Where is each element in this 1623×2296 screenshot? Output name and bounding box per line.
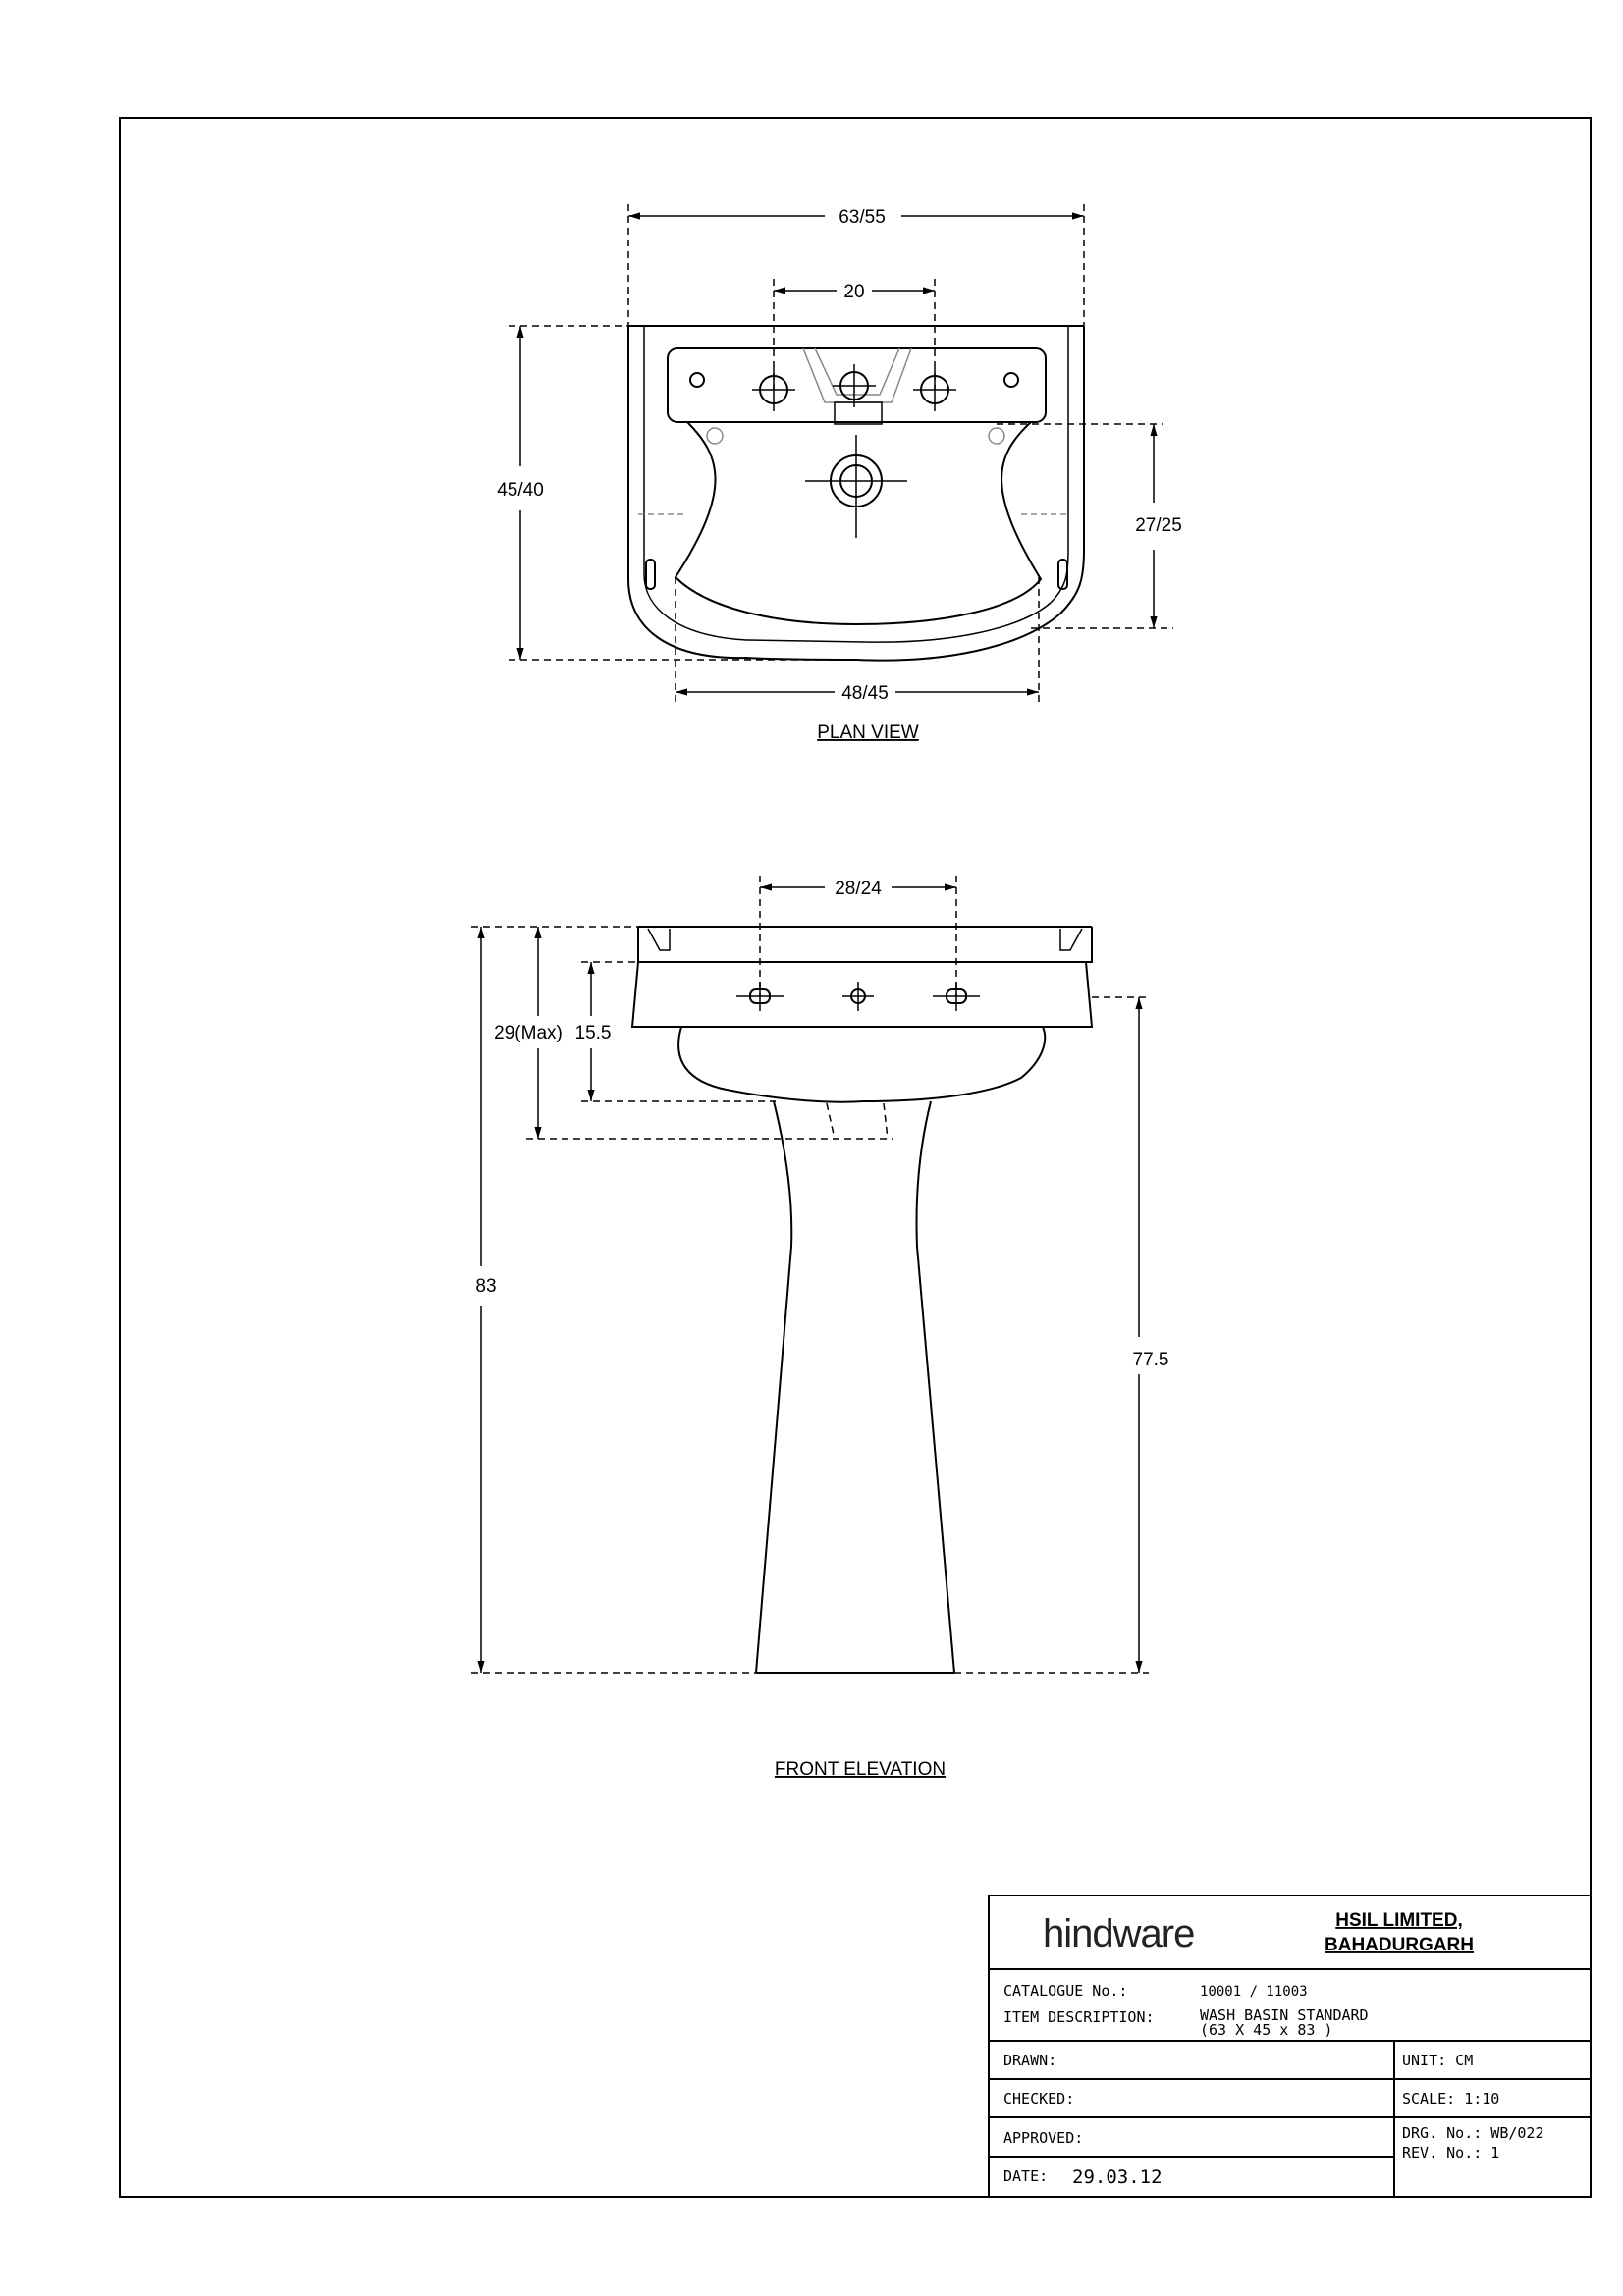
elev-trap-hidden bbox=[826, 1102, 889, 1140]
drawing-number: DRG. No.: WB/022 bbox=[1402, 2124, 1544, 2142]
revision-number: REV. No.: 1 bbox=[1402, 2144, 1499, 2162]
catalogue-value: 10001 / 11003 bbox=[1200, 1984, 1308, 2000]
elev-rim-lip-right bbox=[1059, 928, 1083, 951]
plan-tap-hole-center bbox=[833, 364, 876, 407]
plan-dim-bowl-width: 48/45 bbox=[841, 683, 889, 704]
front-elevation-title: FRONT ELEVATION bbox=[775, 1759, 946, 1780]
approved-label: APPROVED: bbox=[1003, 2129, 1083, 2147]
elev-tap-hole-center bbox=[842, 982, 874, 1011]
plan-dim-tap-spacing: 20 bbox=[843, 282, 864, 302]
elev-rim-lip-left bbox=[647, 928, 671, 951]
plan-view: 63/55 20 45/40 27/25 48/45 PLAN VIEW bbox=[497, 204, 1182, 743]
elev-basin-rim bbox=[637, 927, 1093, 963]
plan-overflow-hole-left bbox=[706, 427, 724, 445]
plan-overflow-channel bbox=[802, 347, 912, 403]
date-value: 29.03.12 bbox=[1072, 2166, 1163, 2188]
elev-dim-rim-height: 77.5 bbox=[1133, 1350, 1169, 1370]
unit-label: UNIT: CM bbox=[1402, 2052, 1473, 2069]
elev-dim-max-height: 29(Max) bbox=[494, 1023, 563, 1043]
elev-dim-tap-spacing: 28/24 bbox=[835, 879, 882, 899]
company-name-line2: BAHADURGARH bbox=[1325, 1935, 1474, 1955]
plan-bowl bbox=[674, 421, 1043, 626]
plan-side-slot-right bbox=[1057, 559, 1068, 590]
catalogue-label: CATALOGUE No.: bbox=[1003, 1982, 1127, 2000]
scale-label: SCALE: 1:10 bbox=[1402, 2090, 1499, 2108]
plan-view-title: PLAN VIEW bbox=[817, 722, 919, 743]
company-name-line1: HSIL LIMITED, bbox=[1335, 1910, 1462, 1931]
plan-side-slot-left bbox=[645, 559, 656, 590]
checked-label: CHECKED: bbox=[1003, 2090, 1074, 2108]
plan-dim-depth: 45/40 bbox=[497, 480, 544, 501]
hindware-logo: hindware bbox=[1043, 1912, 1194, 1955]
plan-fixing-hole-right bbox=[1003, 372, 1019, 388]
date-label: DATE: bbox=[1003, 2167, 1048, 2185]
item-description-line1: WASH BASIN STANDARD bbox=[1200, 2006, 1369, 2024]
elev-basin-front bbox=[630, 961, 1094, 1028]
plan-overflow-box bbox=[834, 401, 883, 425]
sheet-border bbox=[119, 117, 1592, 2198]
plan-overflow-hole-right bbox=[988, 427, 1005, 445]
title-block: hindware HSIL LIMITED, BAHADURGARH CATAL… bbox=[988, 1895, 1592, 2198]
plan-tap-deck bbox=[667, 347, 1047, 423]
elev-dim-overall-height: 83 bbox=[475, 1276, 496, 1297]
front-elevation: 28/24 83 29(Max) 15.5 77.5 FRONT ELEVATI… bbox=[471, 876, 1168, 1780]
elev-pedestal bbox=[755, 1100, 955, 1674]
elev-bowl-underside bbox=[677, 1026, 1047, 1103]
drawn-label: DRAWN: bbox=[1003, 2052, 1056, 2069]
item-description-line2: (63 X 45 x 83 ) bbox=[1200, 2021, 1332, 2039]
elev-dim-basin-height: 15.5 bbox=[575, 1023, 612, 1043]
item-description-label: ITEM DESCRIPTION: bbox=[1003, 2008, 1155, 2026]
plan-dim-bowl-depth: 27/25 bbox=[1135, 515, 1182, 536]
plan-dim-overall-width: 63/55 bbox=[839, 207, 886, 228]
plan-waste-outlet bbox=[805, 435, 907, 538]
plan-fixing-hole-left bbox=[689, 372, 705, 388]
